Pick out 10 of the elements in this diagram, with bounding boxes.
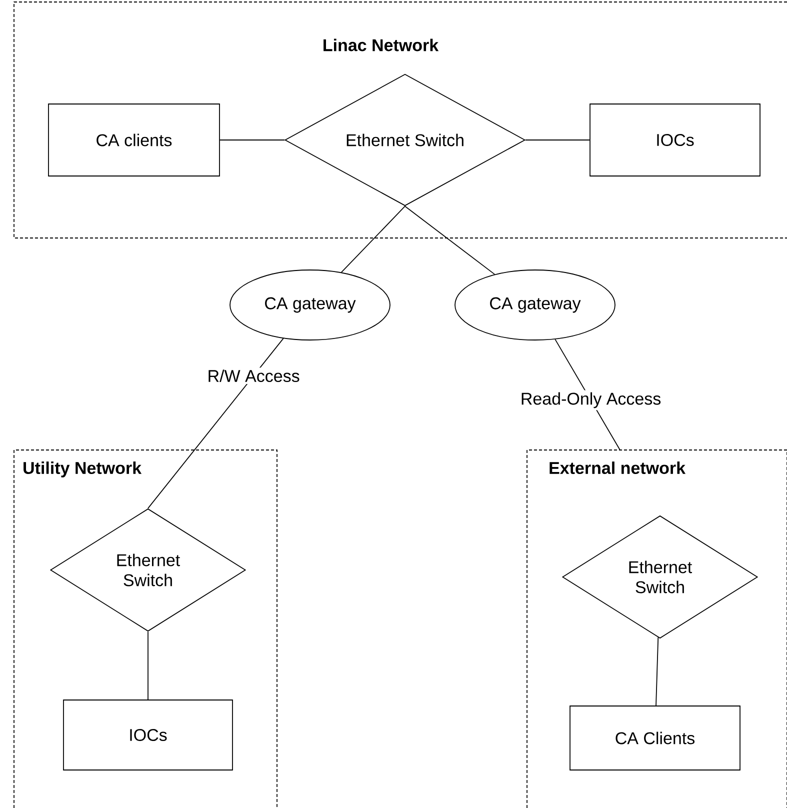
- connector-line: [404, 206, 496, 275]
- connector-line: [656, 637, 659, 706]
- connector-line: [148, 338, 284, 509]
- process-box: CA Clients: [570, 706, 740, 770]
- process-box: CA clients: [48, 104, 220, 176]
- edge-label: Read-Only Access: [518, 390, 664, 410]
- process-box: IOCs: [63, 700, 233, 770]
- connector-line: [340, 206, 406, 273]
- edge-label: R/W Access: [205, 368, 302, 384]
- process-box: IOCs: [590, 104, 760, 176]
